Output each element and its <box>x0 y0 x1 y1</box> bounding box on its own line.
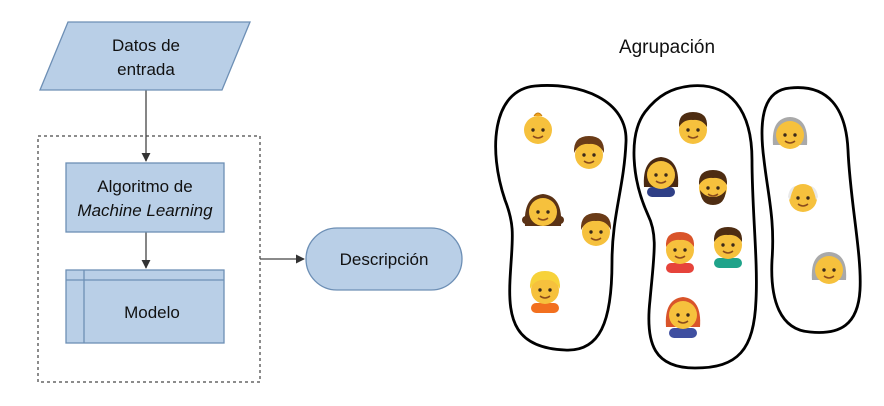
algorithm-box: Algoritmo de Machine Learning <box>65 162 225 233</box>
red-haired-man-icon <box>665 232 695 273</box>
input-label-line2: entrada <box>117 60 175 79</box>
input-label-line1: Datos de <box>112 36 180 55</box>
cluster-1-people <box>522 112 612 313</box>
input-data-shape: Datos de entrada <box>39 21 251 91</box>
cluster-2-outline <box>632 84 758 370</box>
bearded-man-icon <box>698 170 728 205</box>
algorithm-label-line2: Machine Learning <box>77 201 213 220</box>
man-icon <box>713 227 743 268</box>
man-icon <box>678 112 708 145</box>
boy-icon <box>580 213 612 247</box>
cluster-1-outline <box>494 84 628 352</box>
model-label: Modelo <box>124 303 180 322</box>
cluster-3-people <box>772 117 847 285</box>
clustering-title: Agrupación <box>619 37 715 58</box>
description-label: Descripción <box>340 250 429 269</box>
cluster-2-people <box>643 112 743 338</box>
red-haired-woman-icon <box>665 297 701 338</box>
woman-icon <box>643 157 679 197</box>
algorithm-label-line1: Algoritmo de <box>97 177 192 196</box>
baby-icon <box>523 112 553 145</box>
older-man-icon <box>788 183 818 213</box>
older-woman-icon <box>772 117 808 150</box>
boy-icon <box>573 136 605 170</box>
cluster-3-outline <box>760 86 862 334</box>
blond-person-icon <box>529 271 561 313</box>
model-box: Modelo <box>65 269 225 344</box>
older-woman-icon <box>811 252 847 285</box>
description-terminal: Descripción <box>305 227 463 291</box>
girl-icon <box>522 194 564 227</box>
